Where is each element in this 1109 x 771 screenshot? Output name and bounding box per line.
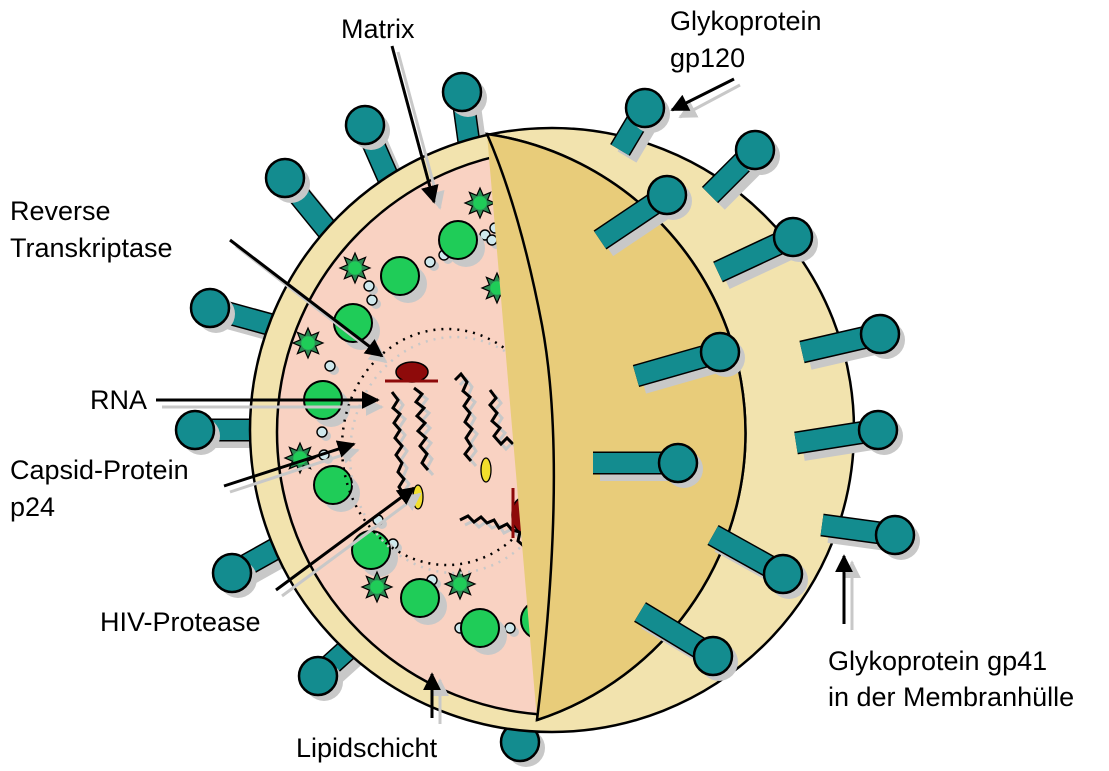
label-rt-line2: Transkriptase [10,233,173,263]
spike-icon [822,516,920,560]
capsid-sphere [352,531,390,569]
spike-icon [710,131,780,202]
label-capsid-line1: Capsid-Protein [10,455,189,485]
capsid-sphere [461,609,499,647]
reverse-transcriptase [396,362,428,382]
label-capsid-line2: p24 [10,492,55,522]
label-protease: HIV-Protease [100,607,261,637]
label-rna: RNA [90,385,147,415]
label-rt-line1: Reverse [10,196,111,226]
matrix-dot [364,281,374,291]
label-lipid: Lipidschicht [296,733,438,763]
capsid-sphere [401,579,439,617]
spike-icon [620,89,670,157]
capsid-sphere [439,221,477,259]
label-gp120-line1: Glykoprotein [670,6,822,36]
label-gp41-line2: in der Membranhülle [828,682,1074,712]
matrix-dot [505,623,515,633]
matrix-dot [487,235,497,245]
label-matrix: Matrix [341,14,415,44]
label-gp120-line2: gp120 [670,43,745,73]
matrix-dot [317,427,327,437]
matrix-dot [425,257,435,267]
label-gp41-line1: Glykoprotein gp41 [828,646,1047,676]
hiv-protease [481,458,491,482]
matrix-dot [367,295,377,305]
capsid-sphere [381,257,419,295]
matrix-dot [325,361,335,371]
